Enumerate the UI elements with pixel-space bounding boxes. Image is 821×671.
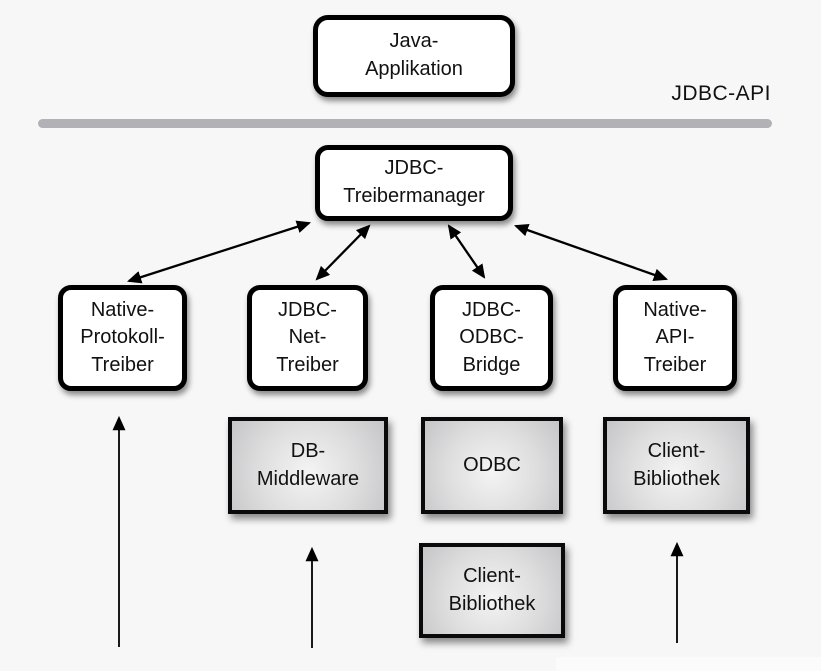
box-db-middleware-label: DB- Middleware <box>256 439 360 490</box>
jdbc-api-layer-label: JDBC-API <box>671 82 771 105</box>
box-native-protokoll-treiber-label: Native- Protokoll- Treiber <box>80 298 165 376</box>
arrow-manager-jdbc-odbc <box>447 224 486 279</box>
box-client-bibliothek-right: Client- Bibliothek <box>603 417 750 514</box>
box-client-bibliothek-bottom: Client- Bibliothek <box>419 543 565 638</box>
box-jdbc-treibermanager: JDBC- Treibermanager <box>315 145 513 221</box>
cutoff-box-bottom-right <box>556 657 821 671</box>
box-client-bibliothek-bottom-label: Client- Bibliothek <box>448 564 536 615</box>
box-native-protokoll-treiber: Native- Protokoll- Treiber <box>58 285 187 391</box>
box-java-applikation: Java- Applikation <box>313 15 515 97</box>
box-odbc-label: ODBC <box>463 453 521 476</box>
box-db-middleware: DB- Middleware <box>228 417 388 514</box>
box-client-bibliothek-right-label: Client- Bibliothek <box>633 439 720 490</box>
arrow-manager-native-protokoll <box>126 220 312 284</box>
arrow-manager-native-api <box>513 223 669 282</box>
box-native-api-treiber: Native- API- Treiber <box>613 285 737 391</box>
box-jdbc-odbc-bridge: JDBC- ODBC- Bridge <box>430 285 553 391</box>
box-jdbc-net-treiber: JDBC- Net- Treiber <box>247 285 368 391</box>
box-native-api-treiber-label: Native- API- Treiber <box>643 298 707 376</box>
box-java-applikation-label: Java- Applikation <box>365 30 463 80</box>
box-jdbc-net-treiber-label: JDBC- Net- Treiber <box>276 298 339 376</box>
box-jdbc-treibermanager-label: JDBC- Treibermanager <box>343 157 485 207</box>
box-odbc: ODBC <box>421 417 563 514</box>
box-jdbc-odbc-bridge-label: JDBC- ODBC- Bridge <box>459 298 524 376</box>
jdbc-api-divider-bar <box>38 119 772 128</box>
arrow-manager-jdbc-net <box>315 224 371 281</box>
